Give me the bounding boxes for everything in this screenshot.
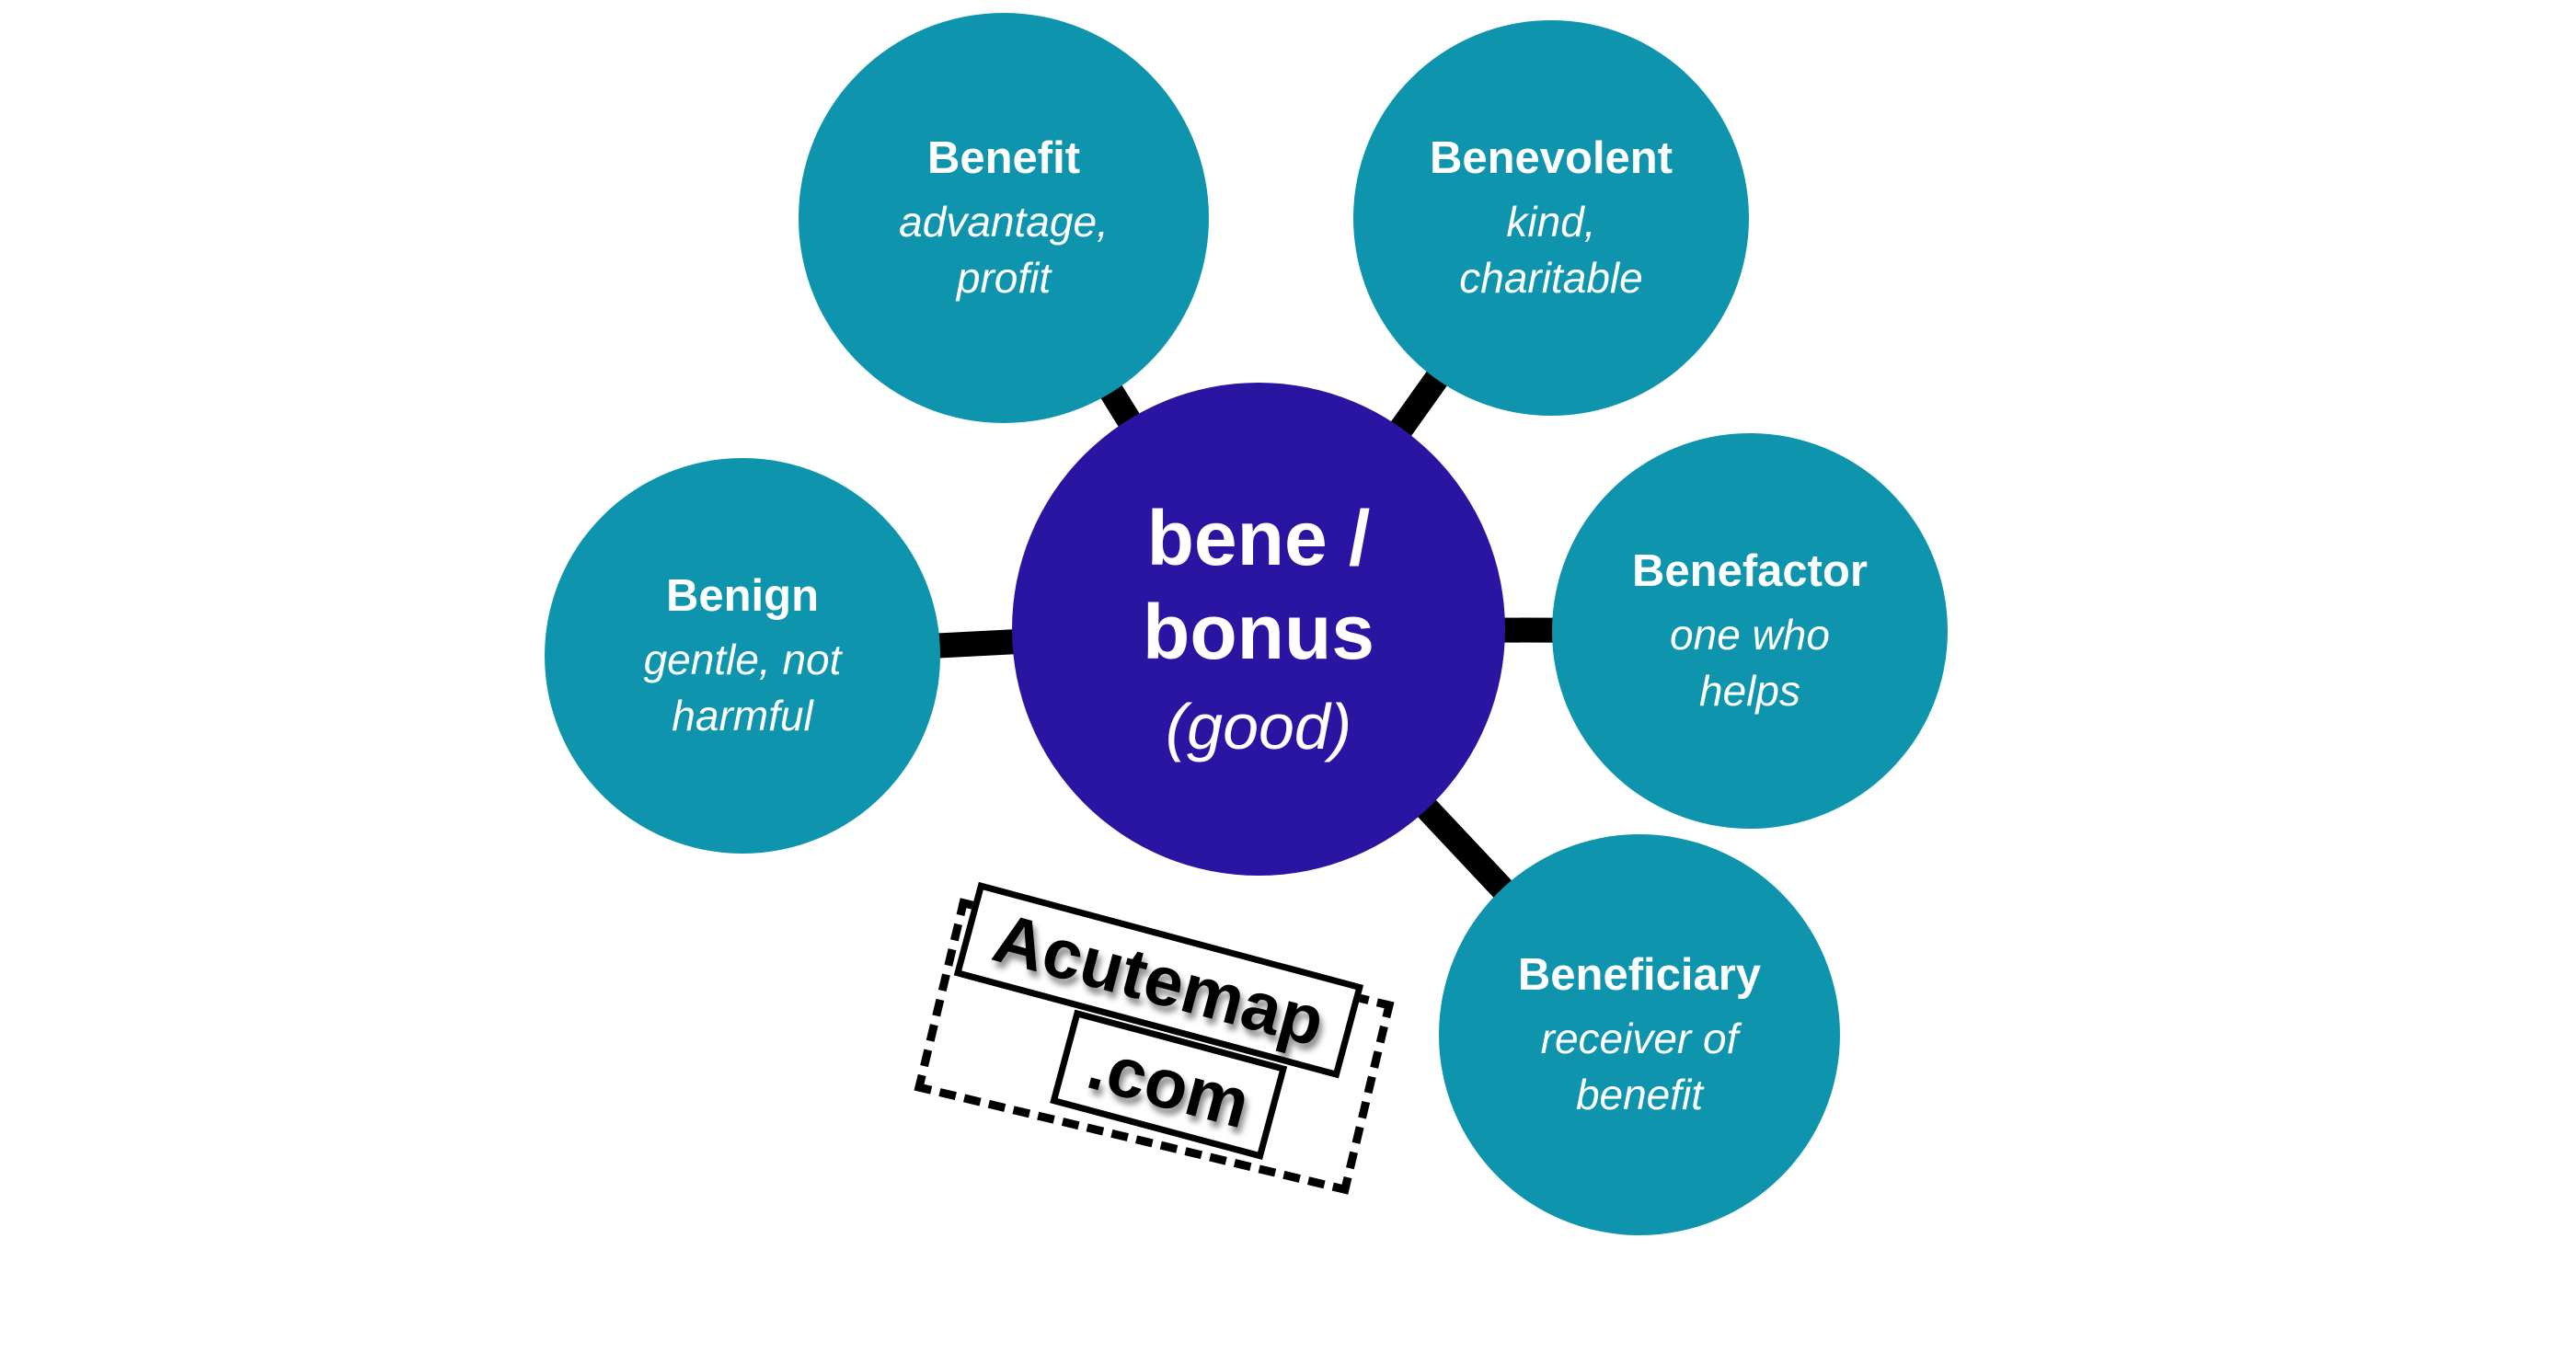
beneficiary-definition: receiver of benefit xyxy=(1540,1015,1739,1118)
circle-benefactor: Benefactor one who helps xyxy=(1552,433,1948,829)
beneficiary-word: Beneficiary xyxy=(1517,950,1762,1001)
circle-benefit: Benefit advantage, profit xyxy=(799,13,1209,423)
benefit-definition: advantage, profit xyxy=(899,198,1109,302)
circle-benevolent: Benevolent kind, charitable xyxy=(1353,20,1749,416)
benevolent-definition: kind, charitable xyxy=(1459,198,1643,302)
circle-benign: Benign gentle, not harmful xyxy=(545,458,940,854)
benefactor-definition: one who helps xyxy=(1670,611,1830,715)
benefit-word: Benefit xyxy=(926,133,1081,184)
circle-beneficiary: Beneficiary receiver of benefit xyxy=(1439,834,1840,1235)
benefactor-word: Benefactor xyxy=(1632,546,1868,597)
benevolent-word: Benevolent xyxy=(1429,133,1673,184)
benign-definition: gentle, not harmful xyxy=(643,636,842,740)
root-line-1: bene / xyxy=(1146,494,1371,581)
circle-root-bene-bonus: bene / bonus (good) xyxy=(1012,383,1505,876)
root-meaning: (good) xyxy=(1165,690,1352,762)
benign-word: Benign xyxy=(665,571,820,622)
root-line-2: bonus xyxy=(1143,589,1374,676)
